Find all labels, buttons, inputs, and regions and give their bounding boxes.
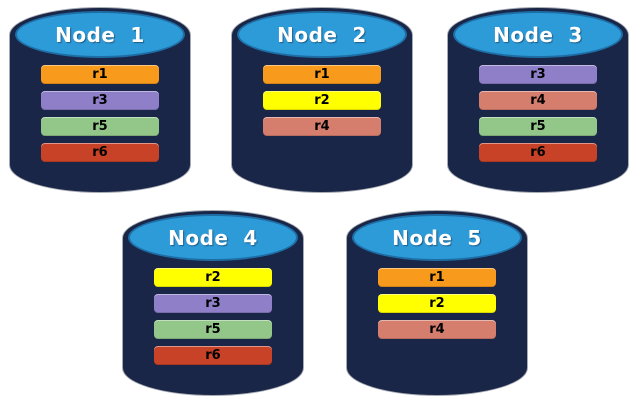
cylinder-top-face: Node 5	[352, 214, 522, 261]
replica-label: r4	[530, 93, 546, 108]
replica-label: r5	[530, 119, 546, 134]
replica-label: r6	[205, 348, 221, 363]
node-3-cylinder: Node 3 r3 r4 r5 r6	[447, 7, 629, 193]
replica-bar-r2: r2	[378, 294, 496, 313]
replica-bar-r5: r5	[154, 320, 272, 339]
replica-label: r2	[314, 93, 330, 108]
node-title: Node 2	[277, 22, 367, 47]
replica-list: r1 r2 r4	[263, 65, 381, 143]
replica-label: r2	[429, 296, 445, 311]
cylinder-top-face: Node 3	[453, 11, 623, 58]
replica-label: r3	[92, 93, 108, 108]
replica-bar-r3: r3	[154, 294, 272, 313]
cylinder-top-face: Node 1	[15, 11, 185, 58]
replica-bar-r4: r4	[263, 117, 381, 136]
node-1-cylinder: Node 1 r1 r3 r5 r6	[9, 7, 191, 193]
node-title: Node 4	[168, 225, 258, 250]
node-5-cylinder: Node 5 r1 r2 r4	[346, 210, 528, 396]
replica-bar-r1: r1	[263, 65, 381, 84]
replica-label: r5	[205, 322, 221, 337]
replica-list: r1 r2 r4	[378, 268, 496, 346]
replica-label: r4	[314, 119, 330, 134]
node-title: Node 3	[493, 22, 583, 47]
replica-list: r2 r3 r5 r6	[154, 268, 272, 372]
replica-bar-r6: r6	[479, 143, 597, 162]
replica-label: r2	[205, 270, 221, 285]
replica-bar-r1: r1	[41, 65, 159, 84]
replica-list: r3 r4 r5 r6	[479, 65, 597, 169]
replica-bar-r4: r4	[378, 320, 496, 339]
node-title: Node 1	[55, 22, 145, 47]
replica-label: r1	[92, 67, 108, 82]
node-4-cylinder: Node 4 r2 r3 r5 r6	[122, 210, 304, 396]
replica-label: r3	[530, 67, 546, 82]
replica-label: r3	[205, 296, 221, 311]
cylinder-top-face: Node 2	[237, 11, 407, 58]
replica-bar-r5: r5	[479, 117, 597, 136]
replica-label: r6	[530, 145, 546, 160]
replica-label: r1	[429, 270, 445, 285]
replica-bar-r6: r6	[41, 143, 159, 162]
replica-bar-r3: r3	[479, 65, 597, 84]
node-2-cylinder: Node 2 r1 r2 r4	[231, 7, 413, 193]
replica-label: r1	[314, 67, 330, 82]
replica-label: r6	[92, 145, 108, 160]
replica-bar-r4: r4	[479, 91, 597, 110]
cylinder-top-face: Node 4	[128, 214, 298, 261]
replica-bar-r1: r1	[378, 268, 496, 287]
replica-bar-r5: r5	[41, 117, 159, 136]
replica-bar-r2: r2	[263, 91, 381, 110]
node-title: Node 5	[392, 225, 482, 250]
replica-list: r1 r3 r5 r6	[41, 65, 159, 169]
replica-bar-r6: r6	[154, 346, 272, 365]
replica-bar-r2: r2	[154, 268, 272, 287]
replica-bar-r3: r3	[41, 91, 159, 110]
replica-label: r4	[429, 322, 445, 337]
replica-label: r5	[92, 119, 108, 134]
